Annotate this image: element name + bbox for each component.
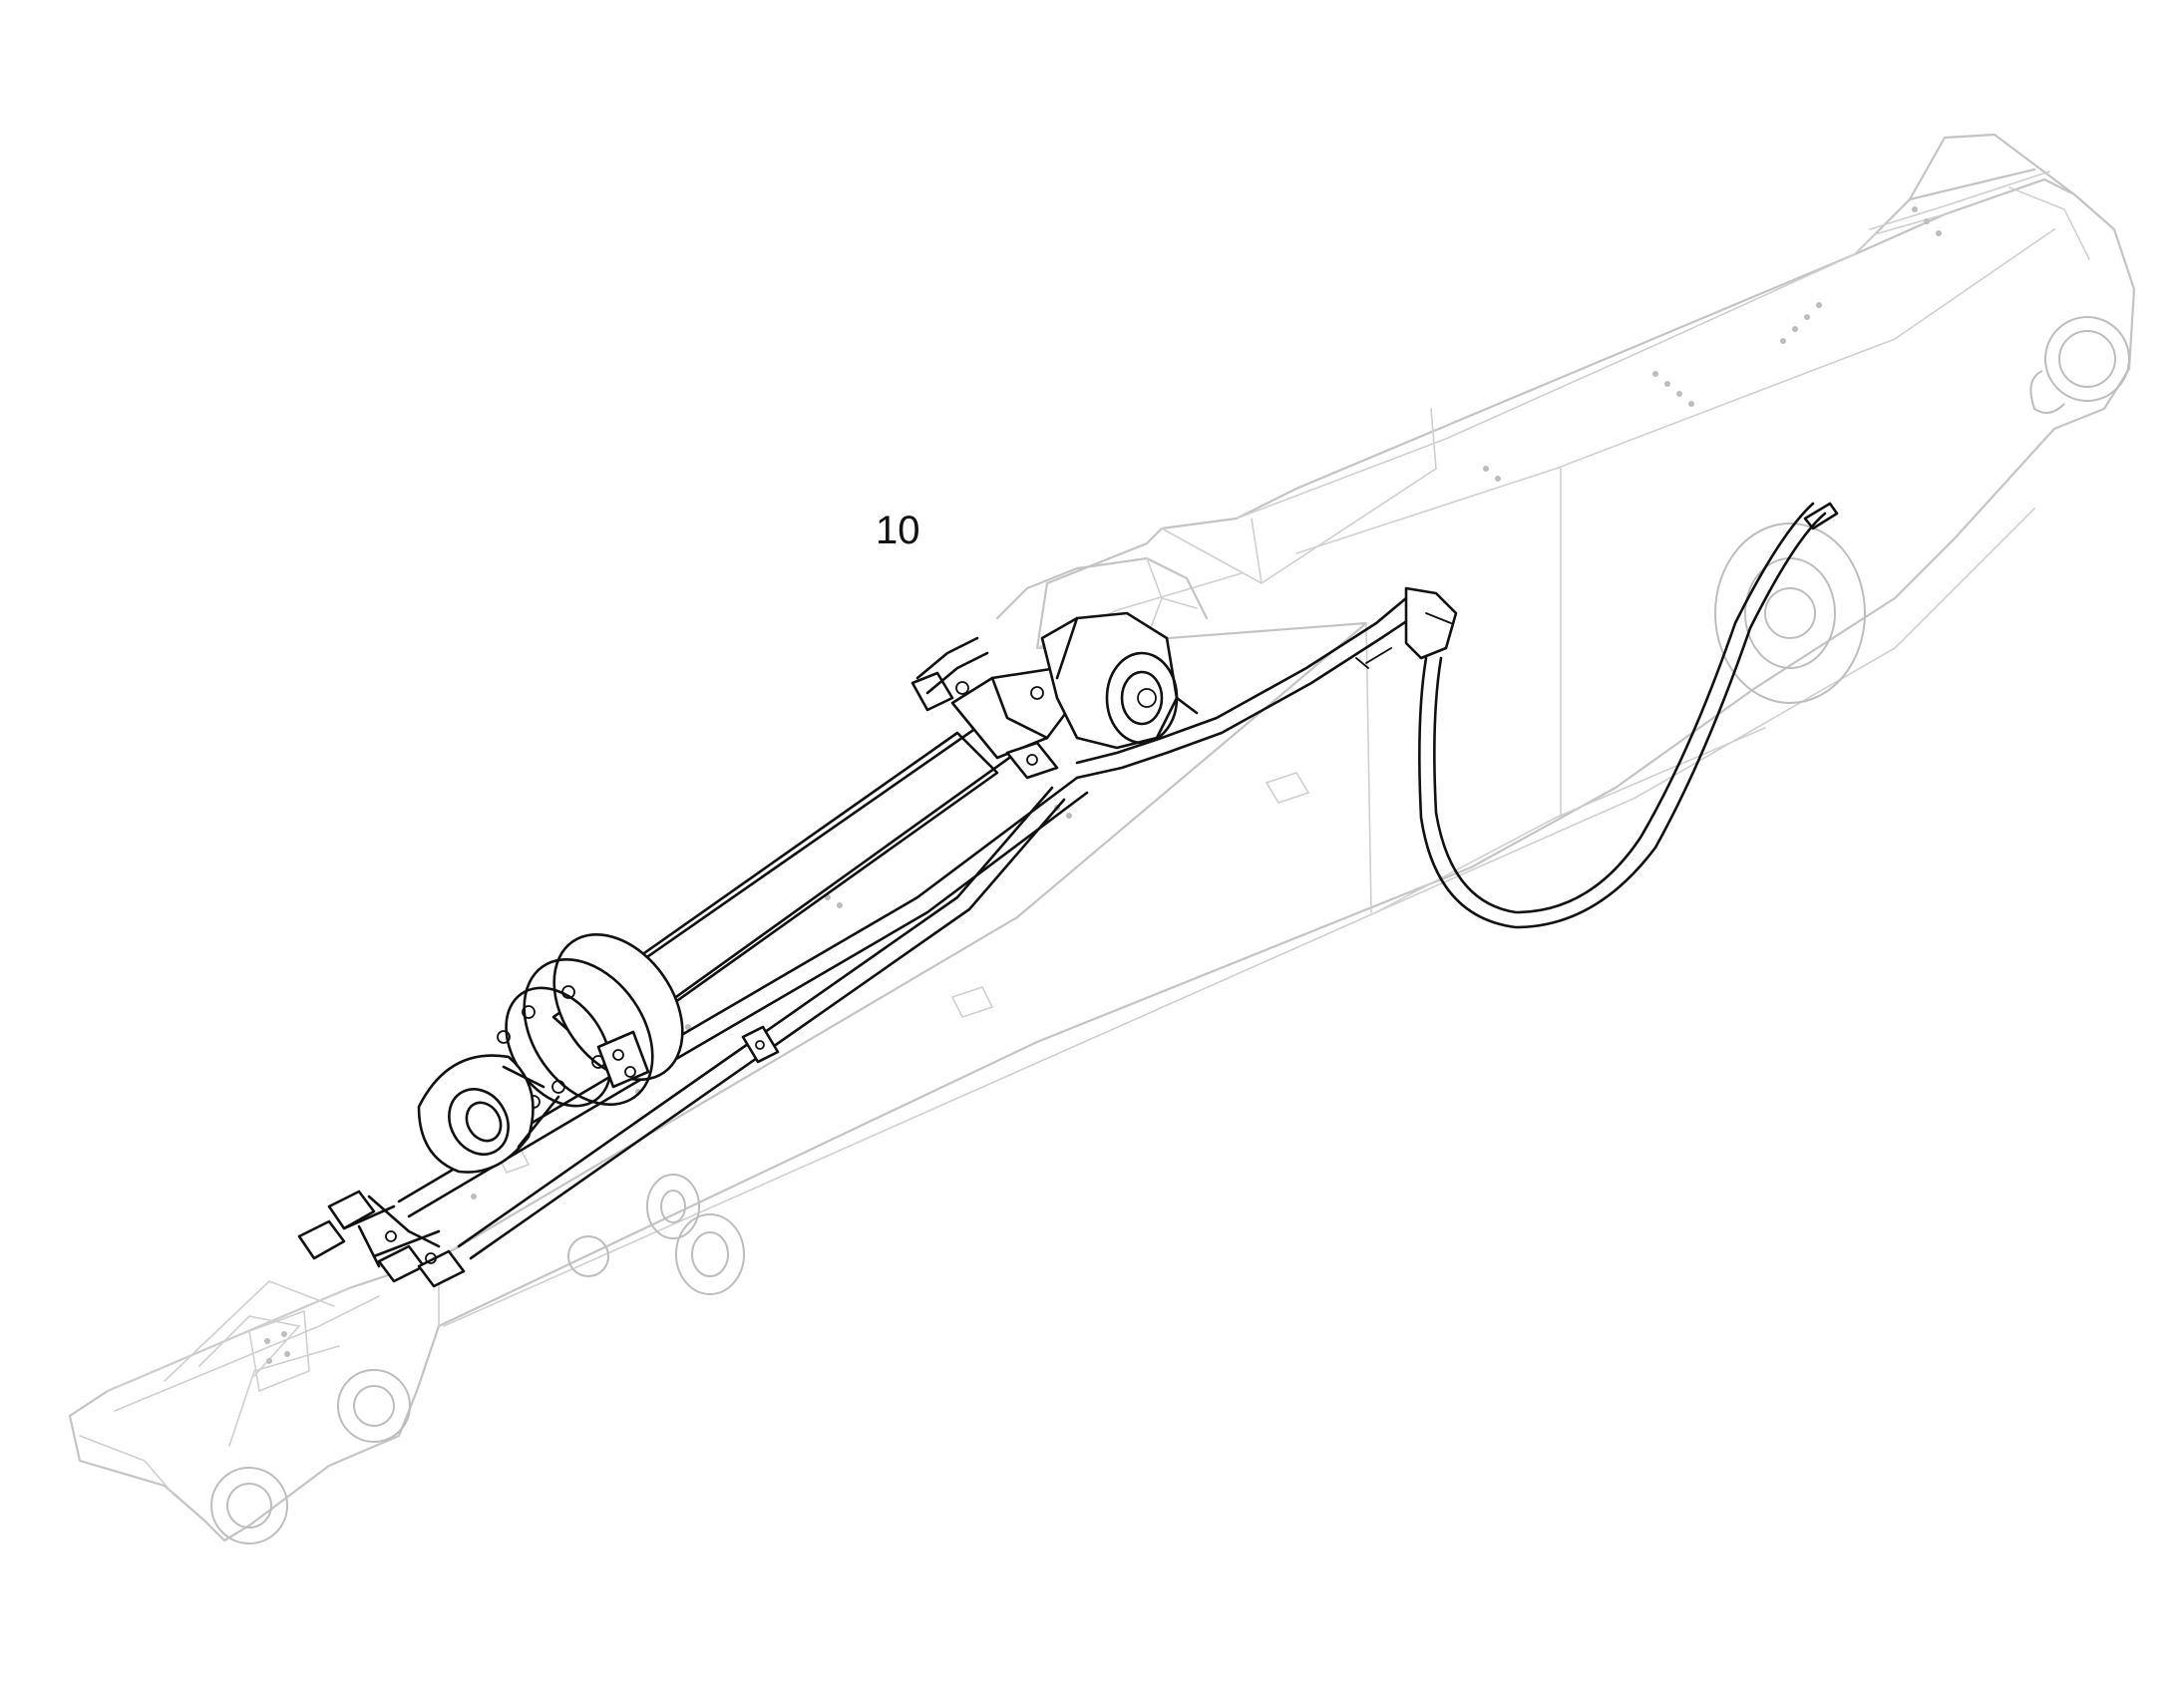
callout-label: 10 <box>876 509 920 552</box>
hydraulic-cylinder-assembly <box>297 502 1839 1288</box>
boom-structure <box>68 133 2136 1544</box>
rivet-dots <box>471 206 1942 1199</box>
